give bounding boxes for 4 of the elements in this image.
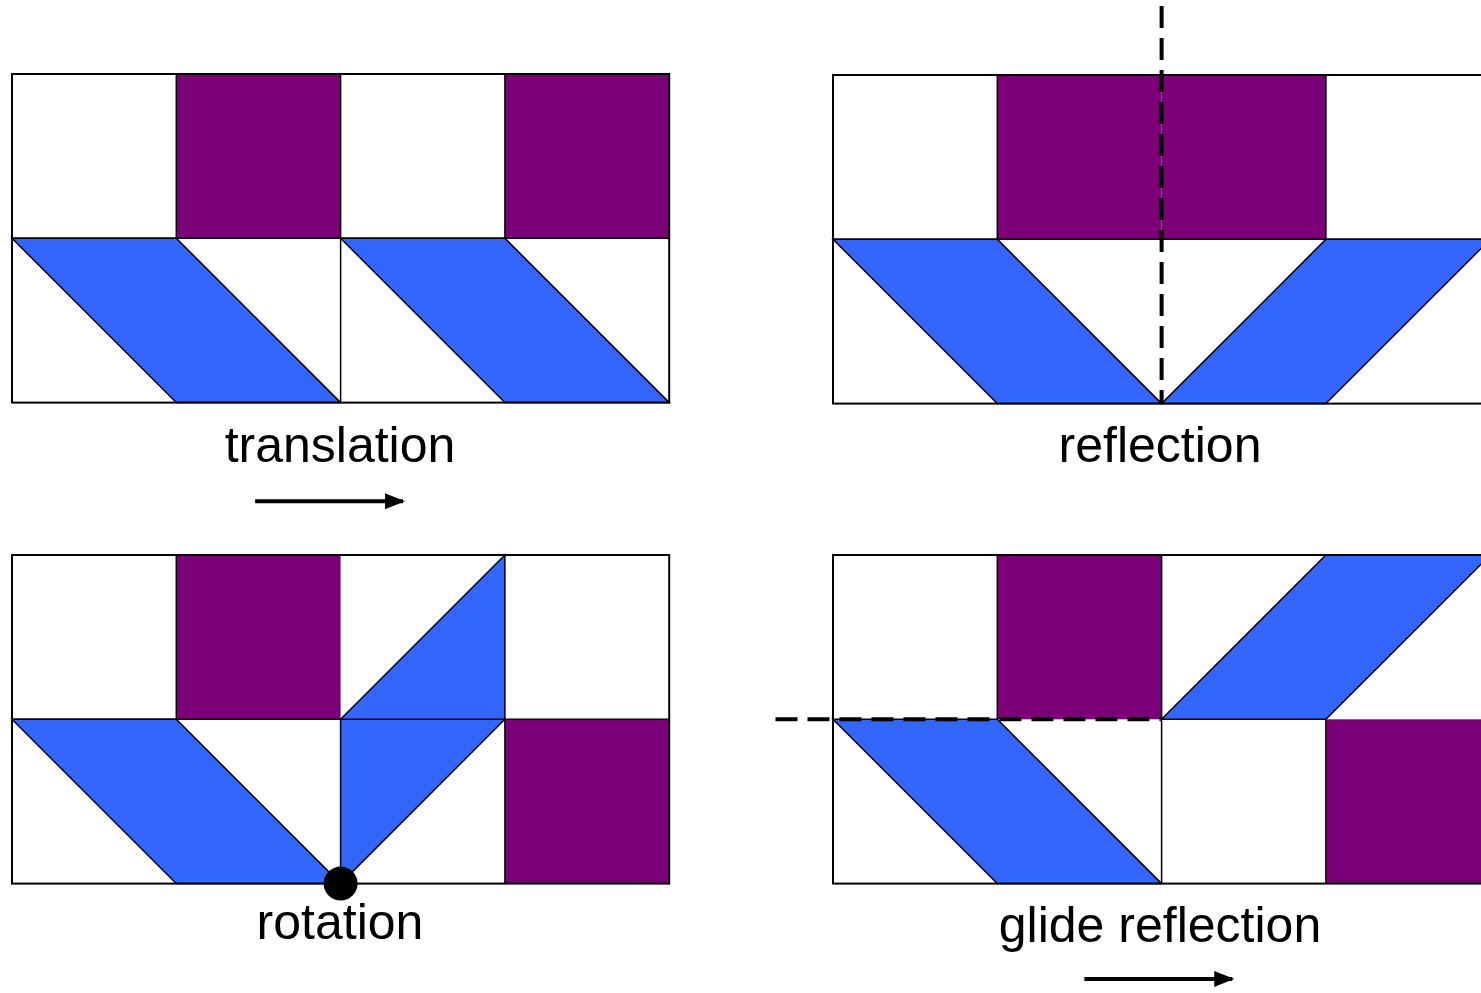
- caption-text: glide reflection: [998, 900, 1322, 950]
- caption-text: reflection: [1058, 420, 1262, 470]
- caption-text: rotation: [256, 897, 424, 947]
- caption-text: translation: [224, 420, 456, 470]
